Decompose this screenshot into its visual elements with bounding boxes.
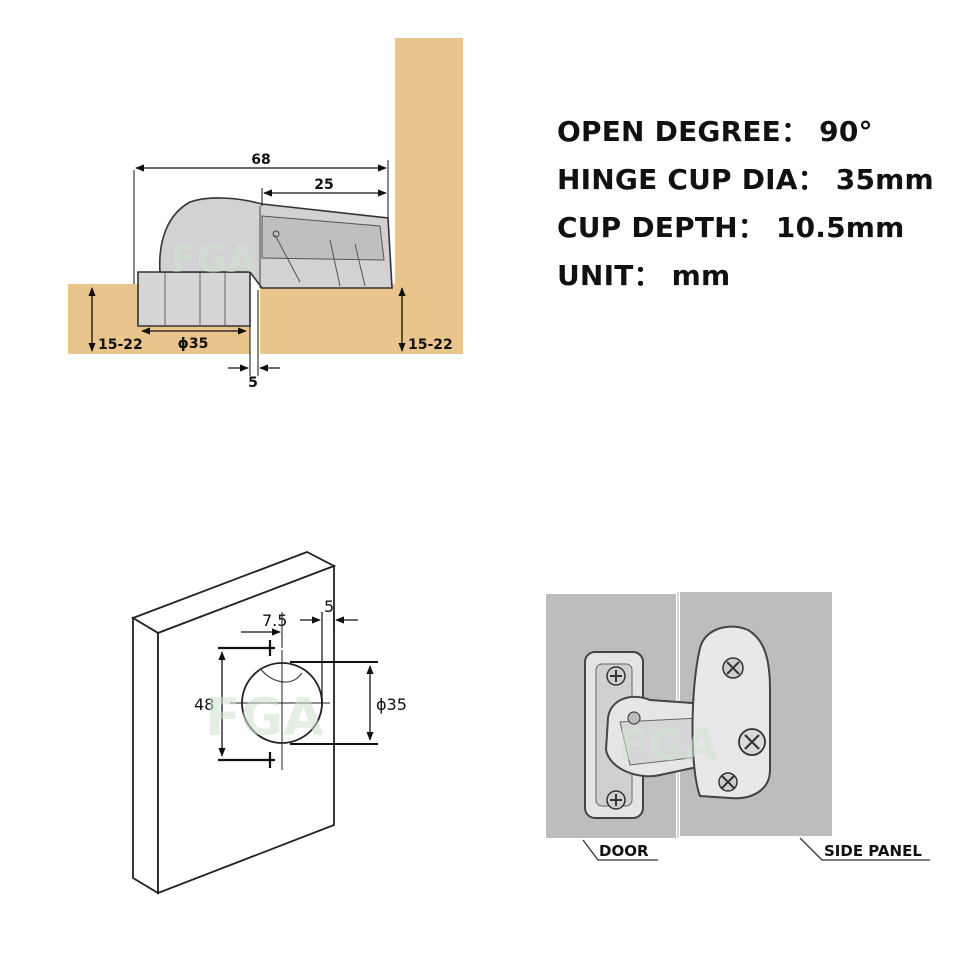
side-panel-callout-line xyxy=(799,837,930,861)
dim-edge-drill-label: 5 xyxy=(324,597,334,616)
door-wood-left xyxy=(68,284,138,354)
watermark-side-view: FGA xyxy=(170,237,257,281)
side-view: 68 25 ϕ35 5 15-22 15-22 FGA xyxy=(68,38,463,391)
spec-open-degree: OPEN DEGREE： 90° xyxy=(557,115,873,148)
watermark-drill-view: FGA xyxy=(205,688,323,748)
spec-cup-diameter: HINGE CUP DIA： 35mm xyxy=(557,163,934,196)
label-side-panel: SIDE PANEL xyxy=(824,842,922,860)
dim-panel-thickness-label: 15-22 xyxy=(408,337,453,353)
dim-cup-dia-label: ϕ35 xyxy=(178,336,209,352)
board-side-face xyxy=(132,616,159,895)
dim-edge-label: 5 xyxy=(248,375,258,391)
door-callout-line xyxy=(582,839,658,861)
mounting-plate xyxy=(691,625,771,800)
door-wood-right xyxy=(260,284,395,354)
hinge-photo: FGA DOOR SIDE PANEL xyxy=(546,592,930,861)
dim-arm-label: 25 xyxy=(314,177,333,193)
dim-screw-spacing-label: 48 xyxy=(194,695,214,714)
side-panel-wood xyxy=(395,38,463,354)
dim-door-thickness-label: 15-22 xyxy=(98,337,143,353)
watermark-photo: FGA xyxy=(618,720,718,771)
label-door: DOOR xyxy=(599,842,649,860)
dim-offset-label: 7.5 xyxy=(262,611,287,630)
spec-cup-depth: CUP DEPTH： 10.5mm xyxy=(557,211,905,244)
spec-unit: UNIT： mm xyxy=(557,259,731,292)
dim-overall-label: 68 xyxy=(251,152,270,168)
drill-view: 48 ϕ35 7.5 5 FGA xyxy=(130,551,407,895)
board-front-face xyxy=(157,564,335,895)
dim-cup-dia-drill-label: ϕ35 xyxy=(376,695,407,714)
